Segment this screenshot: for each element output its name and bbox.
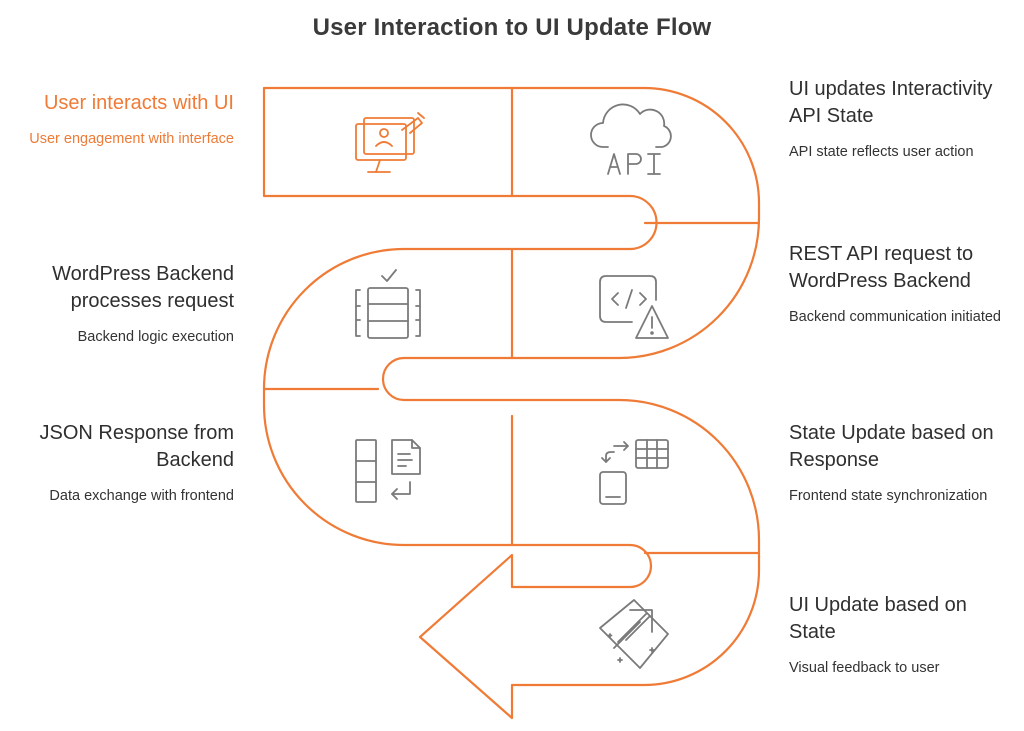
step-description: API state reflects user action [789, 144, 974, 160]
step-heading: JSON Response from Backend [39, 422, 234, 471]
document-exchange-icon [355, 439, 421, 503]
step-rest-api-request: REST API request to WordPress Backend Ba… [789, 241, 1004, 328]
step-json-response: JSON Response from Backend Data exchange… [14, 420, 234, 507]
cloud-api-icon [590, 103, 672, 175]
step-description: Data exchange with frontend [49, 488, 234, 504]
device-sync-icon [599, 439, 669, 505]
step-heading: UI updates Interactivity API State [789, 78, 993, 127]
step-description: Backend communication initiated [789, 309, 1001, 325]
update-arrow-icon [599, 599, 669, 669]
flow-outer-outline [262, 86, 761, 720]
step-description: User engagement with interface [29, 131, 234, 147]
step-heading: State Update based on Response [789, 422, 994, 471]
step-state-update: State Update based on Response Frontend … [789, 420, 1004, 507]
diagram-title: User Interaction to UI Update Flow [312, 14, 712, 41]
touch-monitor-icon [355, 112, 425, 173]
step-heading: User interacts with UI [43, 92, 234, 114]
server-check-icon [355, 269, 421, 339]
step-user-interacts: User interacts with UI User engagement w… [14, 90, 234, 150]
step-backend-processes: WordPress Backend processes request Back… [14, 261, 234, 348]
step-description: Backend logic execution [77, 329, 234, 345]
step-heading: WordPress Backend processes request [52, 263, 234, 312]
step-heading: UI Update based on State [789, 594, 967, 643]
step-ui-updates-state: UI updates Interactivity API State API s… [789, 76, 1004, 163]
step-description: Frontend state synchronization [789, 488, 988, 504]
step-description: Visual feedback to user [789, 660, 940, 676]
step-heading: REST API request to WordPress Backend [789, 243, 974, 292]
code-warning-icon [599, 275, 669, 339]
step-ui-update-final: UI Update based on State Visual feedback… [789, 592, 1004, 679]
